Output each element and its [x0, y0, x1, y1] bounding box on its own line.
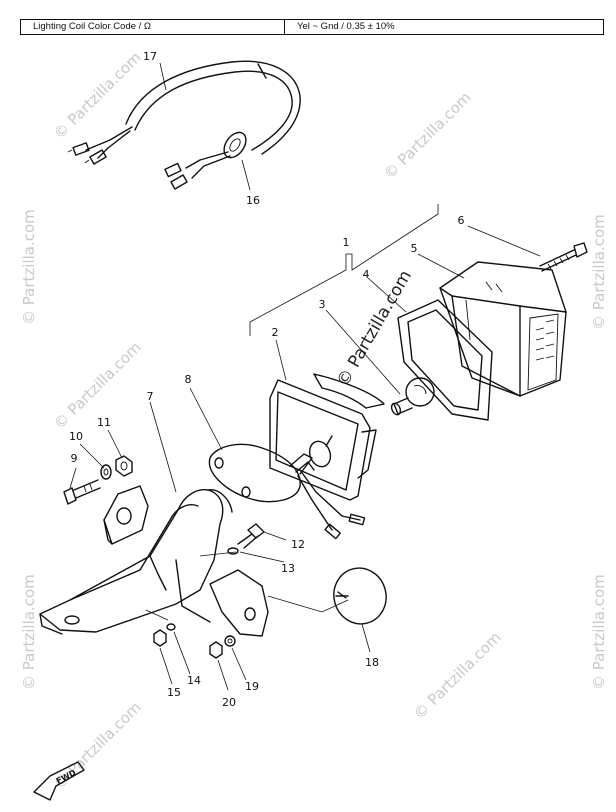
callout-16: 16: [246, 194, 260, 207]
watermark-left-lower: © Partzilla.com: [20, 574, 38, 690]
tail-light-bracket: [39, 485, 269, 637]
grommet: [164, 131, 247, 190]
watermark-right: © Partzilla.com: [590, 214, 608, 330]
lamp-base-plate: [269, 373, 385, 540]
spring-washer-lower: [224, 635, 236, 647]
hex-nut-lower: [209, 641, 223, 659]
callout-numbers: 1 2 3 4 5 6 7 8 9 10 11 12 13 14 15 16 1…: [69, 50, 465, 709]
callout-3: 3: [319, 298, 326, 311]
callout-17: 17: [143, 50, 157, 63]
lens-screw: [539, 242, 588, 272]
hex-nut-small: [153, 629, 167, 647]
callout-12: 12: [291, 538, 305, 551]
plate-screw: [237, 523, 265, 549]
callout-8: 8: [185, 373, 192, 386]
assembly-group-bracket: [249, 204, 439, 336]
callout-20: 20: [222, 696, 236, 709]
lock-washer: [227, 547, 239, 555]
callout-10: 10: [69, 430, 83, 443]
color-code-spec-bar: Lighting Coil Color Code / Ω Yel ~ Gnd /…: [20, 19, 604, 35]
callout-2: 2: [272, 326, 279, 339]
callout-9: 9: [71, 452, 78, 465]
color-code-label: Lighting Coil Color Code / Ω: [21, 20, 285, 34]
callout-11: 11: [97, 416, 111, 429]
bracket-nut: [115, 455, 133, 477]
watermark-upper-right: © Partzilla.com: [380, 88, 475, 183]
callout-15: 15: [167, 686, 181, 699]
flat-washer: [100, 464, 112, 480]
tail-light-bulb: [390, 377, 435, 416]
wire-harness-tube: [67, 60, 301, 165]
lens-gasket: [397, 299, 493, 421]
color-code-value: Yel ~ Gnd / 0.35 ± 10%: [297, 21, 395, 32]
callout-4: 4: [363, 268, 370, 281]
tail-light-lens: [439, 261, 567, 397]
callout-1: 1: [343, 236, 350, 249]
callout-6: 6: [458, 214, 465, 227]
watermark-low-right: © Partzilla.com: [410, 628, 505, 723]
watermark-center: © Partzilla.com: [333, 267, 416, 391]
reflector: [333, 567, 387, 625]
spring-washer: [166, 623, 176, 631]
watermark-right-lower: © Partzilla.com: [590, 574, 608, 690]
callout-7: 7: [147, 390, 154, 403]
callout-19: 19: [245, 680, 259, 693]
callout-13: 13: [281, 562, 295, 575]
leader-lines: [69, 62, 541, 691]
watermark-left: © Partzilla.com: [20, 209, 38, 325]
socket-housing: [208, 443, 315, 503]
callout-5: 5: [411, 242, 418, 255]
callout-14: 14: [187, 674, 201, 687]
bracket-bolt: [63, 479, 101, 505]
callout-18: 18: [365, 656, 379, 669]
